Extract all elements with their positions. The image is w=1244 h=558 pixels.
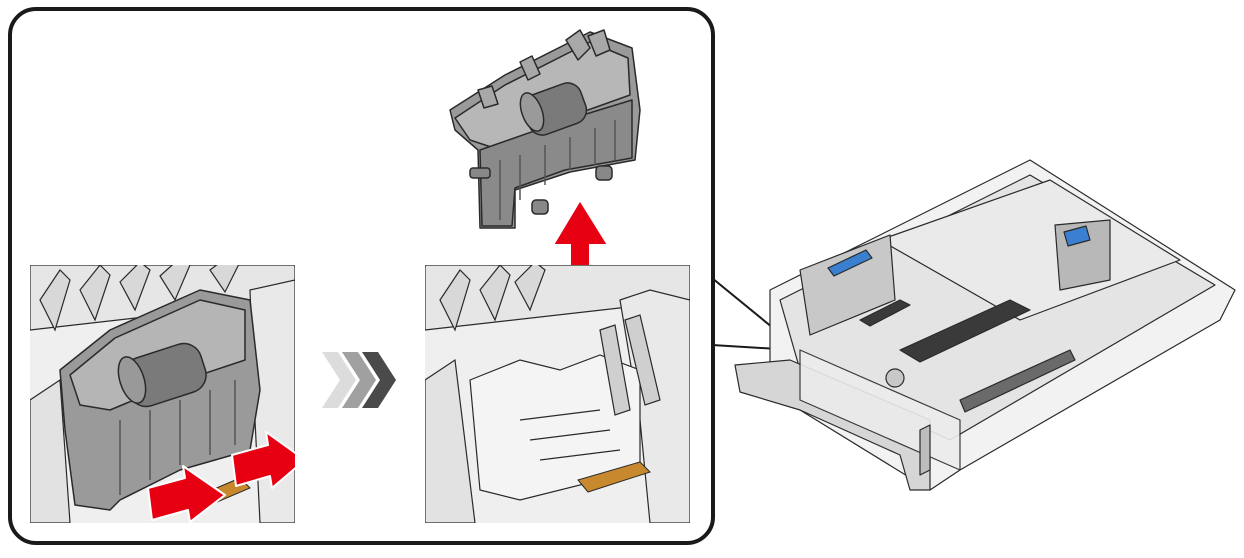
tray-guide-tab xyxy=(1063,225,1091,247)
red-push-arrow-icon xyxy=(147,431,295,523)
paper-tray xyxy=(734,159,1236,491)
tray-guide-tab xyxy=(827,249,873,277)
triple-chevron-right-icon xyxy=(322,352,396,408)
step-2-detail xyxy=(425,265,690,523)
step-1-detail xyxy=(30,265,295,523)
detached-roller-unit xyxy=(449,29,641,229)
